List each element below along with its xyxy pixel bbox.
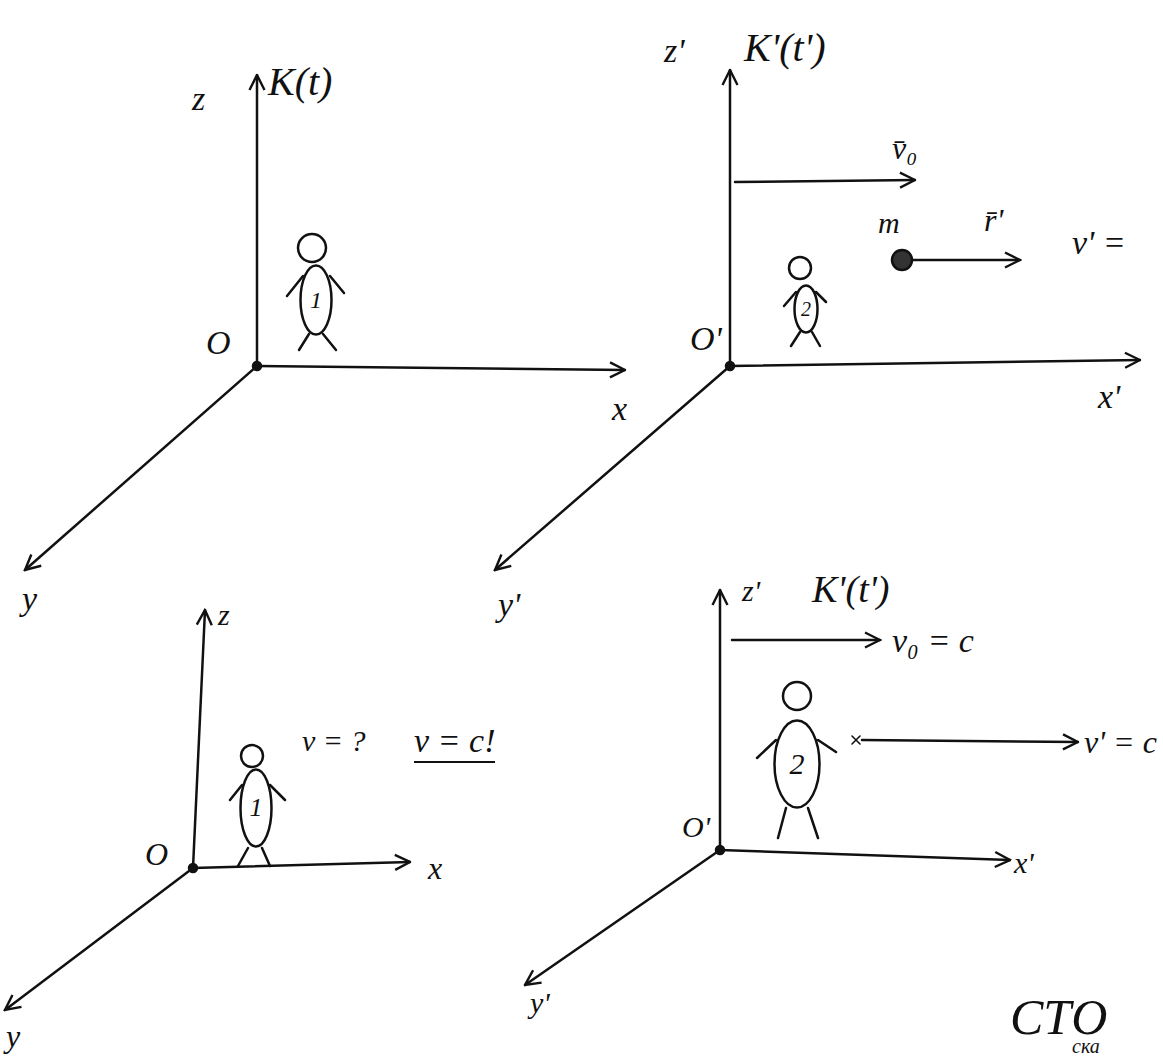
observer-number: 1 [250, 795, 263, 821]
handwritten-label: K'(t') [812, 570, 889, 608]
handwritten-label: y [6, 1020, 20, 1052]
handwritten-label: v' = [1072, 226, 1126, 260]
axes-k-bottom [5, 610, 410, 1010]
handwritten-label: K'(t') [744, 28, 826, 68]
handwritten-label: z' [742, 576, 760, 606]
handwritten-label: z' [664, 34, 685, 68]
handwritten-label: v' = c [1084, 726, 1157, 758]
observer-body: 2 [773, 719, 821, 809]
handwritten-label: O [206, 326, 231, 360]
handwritten-label: СТО [1010, 992, 1107, 1042]
handwritten-label: O' [682, 812, 710, 842]
handwritten-label: y' [498, 588, 520, 622]
handwritten-label: y' [530, 988, 550, 1018]
axes-k-prime [495, 70, 1140, 570]
observer-body: 2 [793, 284, 819, 334]
handwritten-label: x [428, 852, 442, 884]
handwritten-label: v̄₀ [892, 132, 917, 164]
observer-figure [287, 234, 344, 350]
observer-number: 2 [790, 749, 805, 779]
observer-figure [230, 745, 285, 866]
handwritten-label: v = c! [414, 724, 495, 763]
axes-k-prime-bottom [525, 590, 1078, 985]
axes-k [25, 75, 625, 570]
handwritten-label: K(t) [268, 62, 332, 102]
observer-number: 2 [801, 299, 811, 319]
handwritten-label: ска [1072, 1036, 1100, 1056]
handwritten-label: z [192, 82, 205, 116]
handwritten-label: m [878, 208, 900, 238]
handwritten-label: v₀ = c [892, 624, 974, 658]
observer-body: 1 [299, 264, 333, 336]
observer-body: 1 [239, 768, 273, 848]
handwritten-label: O' [690, 322, 722, 356]
handwritten-label: x' [1014, 848, 1034, 878]
handwritten-label: y [22, 582, 37, 616]
handwritten-label: x' [1098, 380, 1120, 414]
handwritten-label: v = ? [302, 726, 366, 756]
observer-figure [784, 257, 826, 346]
observer-figure [757, 682, 836, 838]
handwritten-label: O [145, 838, 168, 870]
handwritten-label: z [218, 600, 230, 630]
observer-number: 1 [310, 288, 322, 312]
handwritten-label: r̄' [984, 204, 1003, 236]
handwritten-label: x [612, 392, 627, 426]
